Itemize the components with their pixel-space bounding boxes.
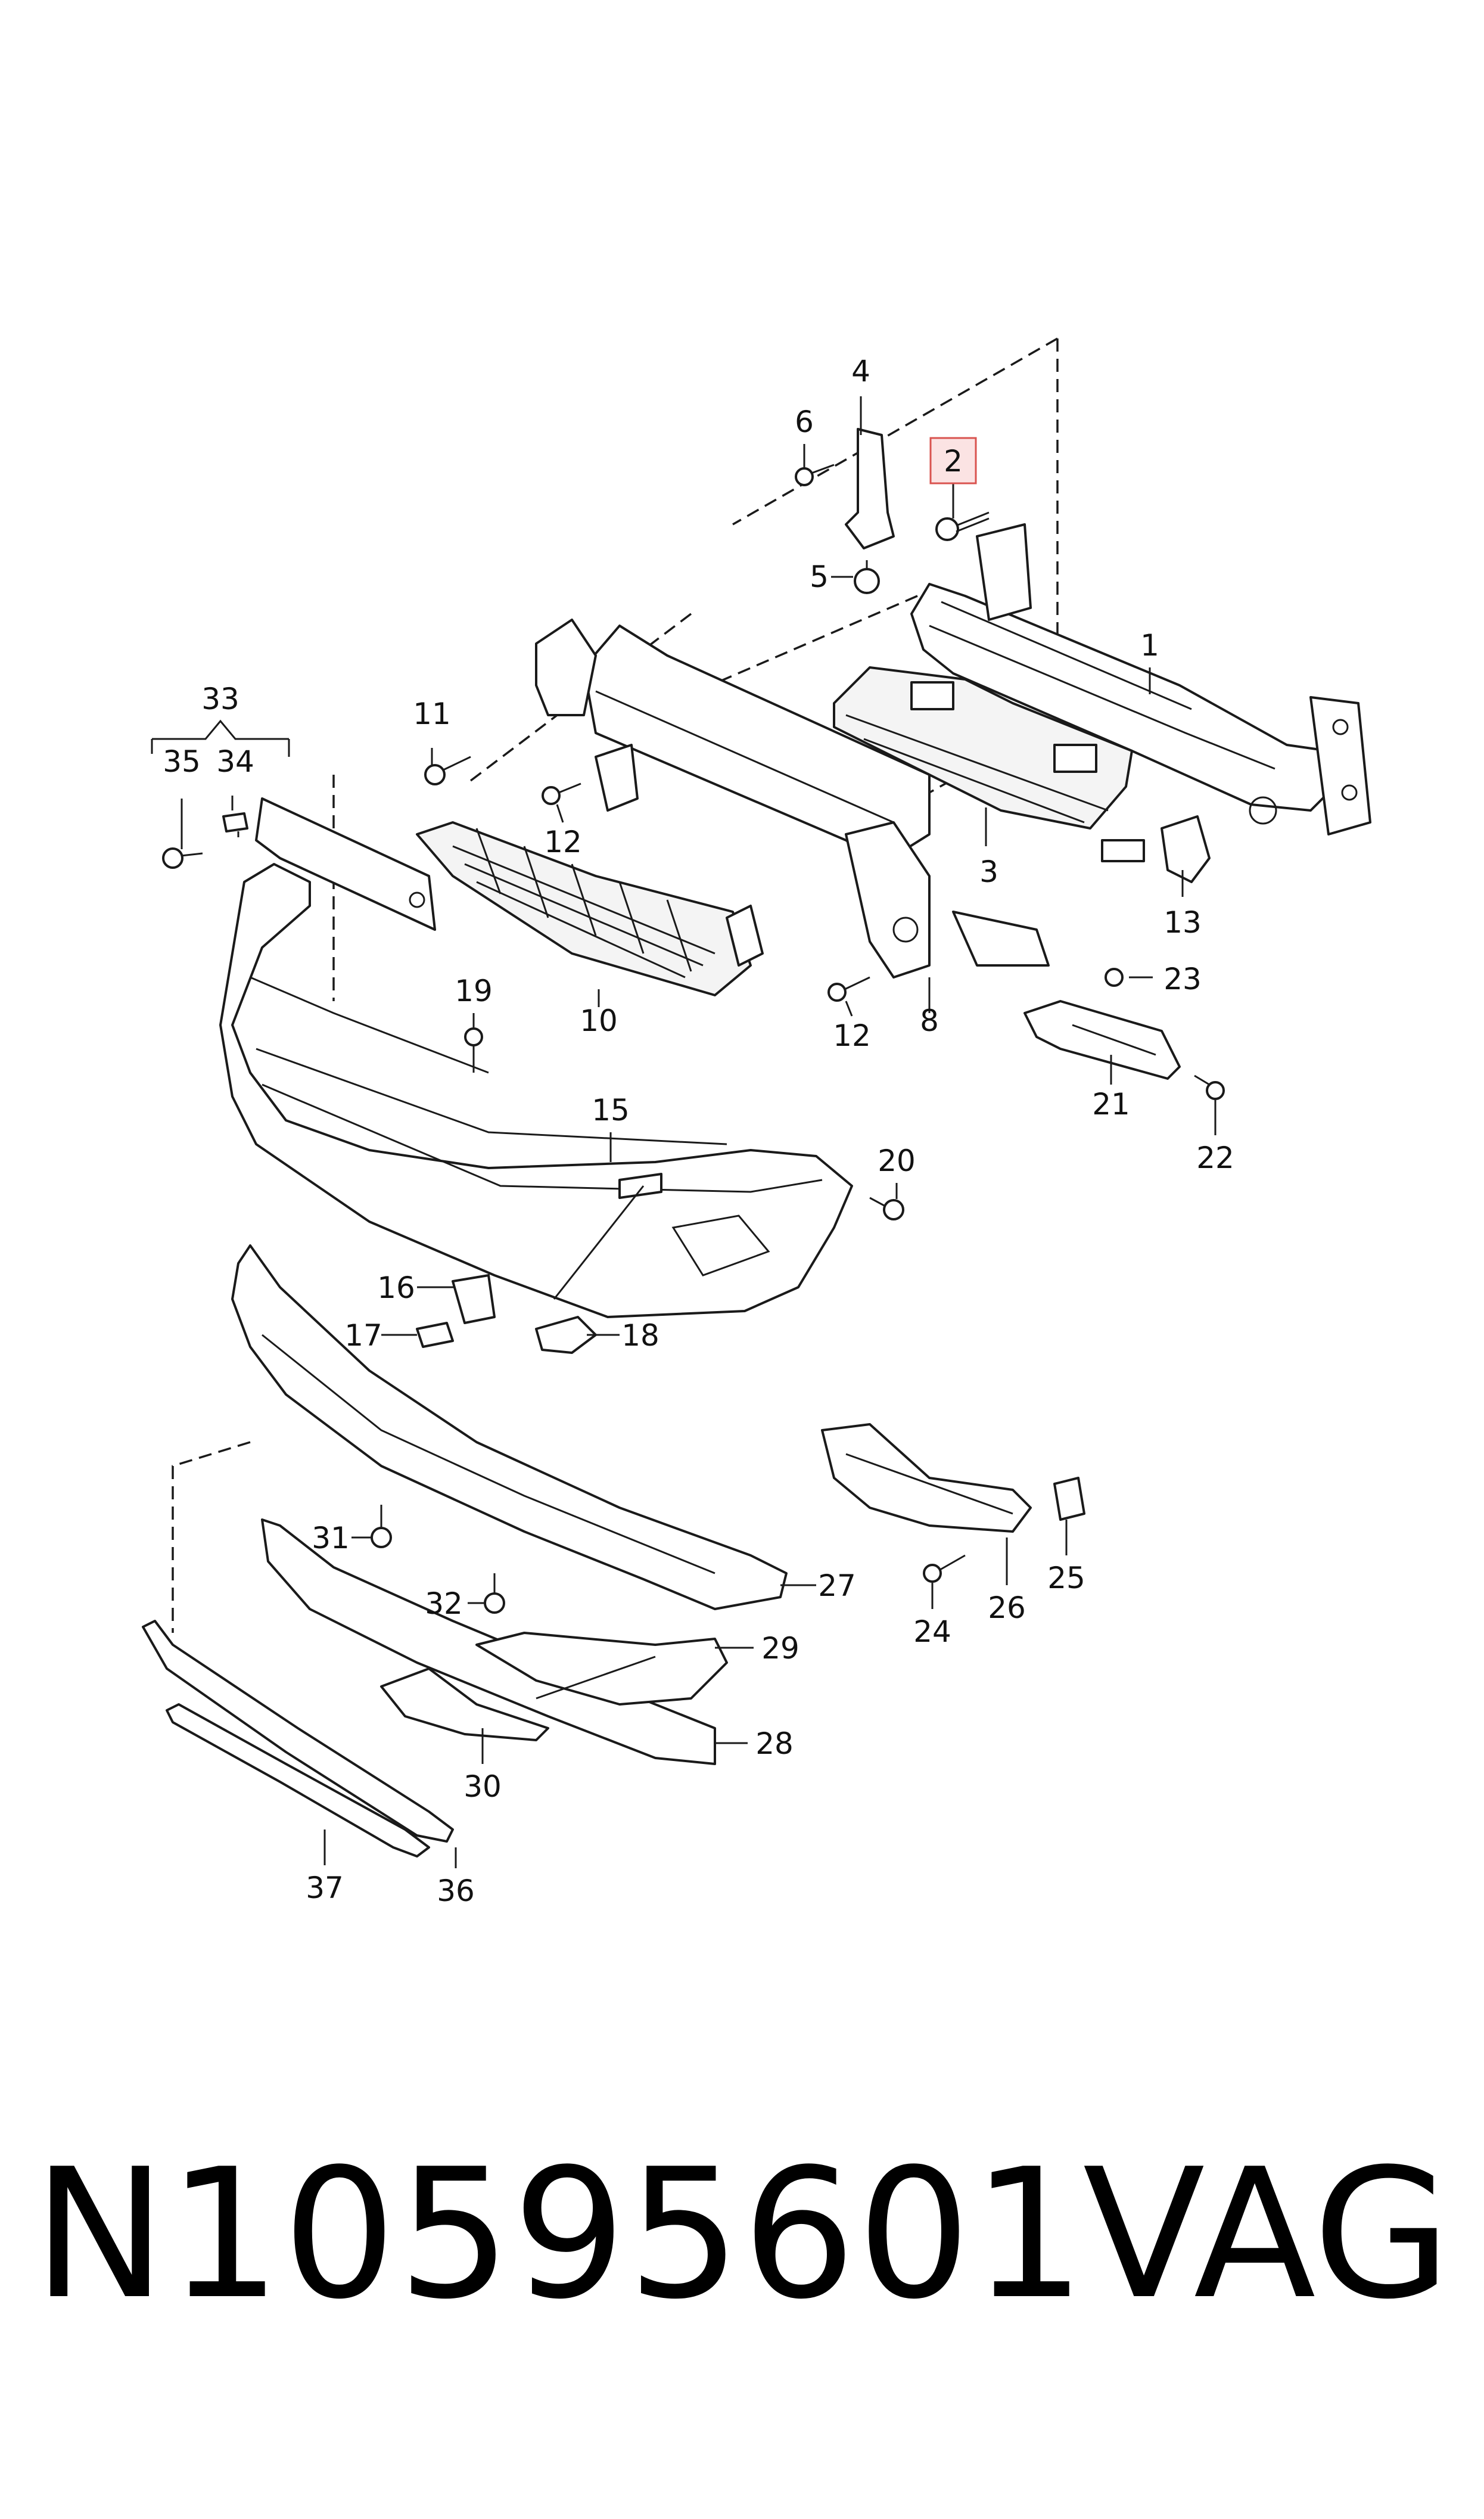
part-15-bumper-cover: [219, 863, 853, 1318]
callout-18: 18: [621, 1318, 659, 1353]
part-31-screw: [371, 1505, 392, 1548]
brand-caption: VAG: [1082, 2130, 1451, 2338]
callout-35: 35: [163, 744, 201, 779]
assembly-guide-lines: [172, 337, 1059, 1633]
callout-31: 31: [312, 1521, 350, 1555]
callout-10: 10: [580, 1004, 618, 1038]
callout-19: 19: [455, 974, 493, 1008]
part-8-carrier: [535, 619, 1050, 979]
callout-17: 17: [344, 1318, 382, 1353]
part-34-clip: [222, 812, 248, 833]
callout-29: 29: [761, 1631, 799, 1666]
callout-20: 20: [878, 1144, 916, 1178]
part-16-bracket: [452, 1274, 496, 1324]
part-35-screw: [162, 847, 203, 869]
callout-33: 33: [201, 682, 239, 716]
callout-12b: 12: [833, 1018, 871, 1053]
callout-1: 1: [1140, 628, 1159, 663]
callout-labels: 1 2 3 4 5 6 8 10 11 12 12 13 15 16 17 18…: [163, 354, 1234, 1908]
part-37-lower-strip: [142, 1620, 454, 1843]
part-22-screw: [1194, 1074, 1225, 1100]
callout-37: 37: [306, 1871, 344, 1905]
callout-16: 16: [377, 1271, 415, 1305]
callout-11: 11: [413, 697, 451, 731]
callout-13: 13: [1163, 905, 1202, 940]
part-1-crossmember: [910, 523, 1371, 835]
part-12-screw-a: [542, 782, 581, 805]
callout-24: 24: [913, 1614, 951, 1649]
part-10-grille: [416, 821, 764, 996]
part-number-caption: N10595601: [33, 2130, 1087, 2338]
callout-34: 34: [216, 744, 254, 779]
callout-2: 2: [944, 444, 963, 479]
part-27-lower-bumper: [231, 1244, 788, 1610]
part-11-screw: [424, 756, 471, 785]
part-12-screw-b: [827, 976, 870, 1002]
part-32-screw: [484, 1573, 505, 1614]
callout-28: 28: [755, 1726, 794, 1761]
part-21-guide: [1023, 1000, 1181, 1080]
callout-27: 27: [818, 1568, 856, 1603]
callout-25: 25: [1047, 1561, 1085, 1595]
callout-3: 3: [979, 855, 998, 889]
part-26-side-bracket: [821, 1423, 1032, 1533]
part-4-bracket: [845, 428, 895, 549]
callout-4: 4: [851, 354, 870, 389]
callout-21: 21: [1092, 1087, 1130, 1122]
callout-6: 6: [795, 405, 814, 439]
callout-15: 15: [592, 1093, 630, 1128]
part-24-screw: [923, 1554, 966, 1583]
callout-30: 30: [463, 1769, 502, 1804]
part-5-nut: [854, 560, 880, 594]
part-6-bolt: [795, 464, 835, 486]
part-20-screw: [869, 1197, 904, 1220]
highlight-box: [929, 437, 977, 484]
callout-5: 5: [810, 560, 829, 594]
callout-8: 8: [920, 1004, 939, 1038]
part-18-washer-cap: [535, 1316, 597, 1354]
leader-lines: [151, 396, 1217, 1868]
part-13-clip: [1161, 815, 1211, 883]
part-17-cap: [416, 1322, 454, 1348]
part-23-clip: [1105, 968, 1124, 987]
part-33-plate-holder: [255, 797, 436, 931]
callout-32: 32: [425, 1586, 463, 1621]
part-3-energy-absorber: [833, 666, 1145, 862]
callout-26: 26: [988, 1591, 1026, 1625]
callout-36: 36: [437, 1874, 475, 1908]
part-25-clip: [1053, 1477, 1085, 1521]
part-30-vent-cover: [380, 1667, 549, 1741]
callout-12a: 12: [544, 825, 582, 859]
part-37-moulding: [166, 1703, 430, 1858]
callout-22: 22: [1196, 1141, 1234, 1175]
callout-23: 23: [1163, 962, 1202, 996]
part-2-bolt: [935, 511, 990, 541]
part-19-screw: [464, 1027, 483, 1073]
